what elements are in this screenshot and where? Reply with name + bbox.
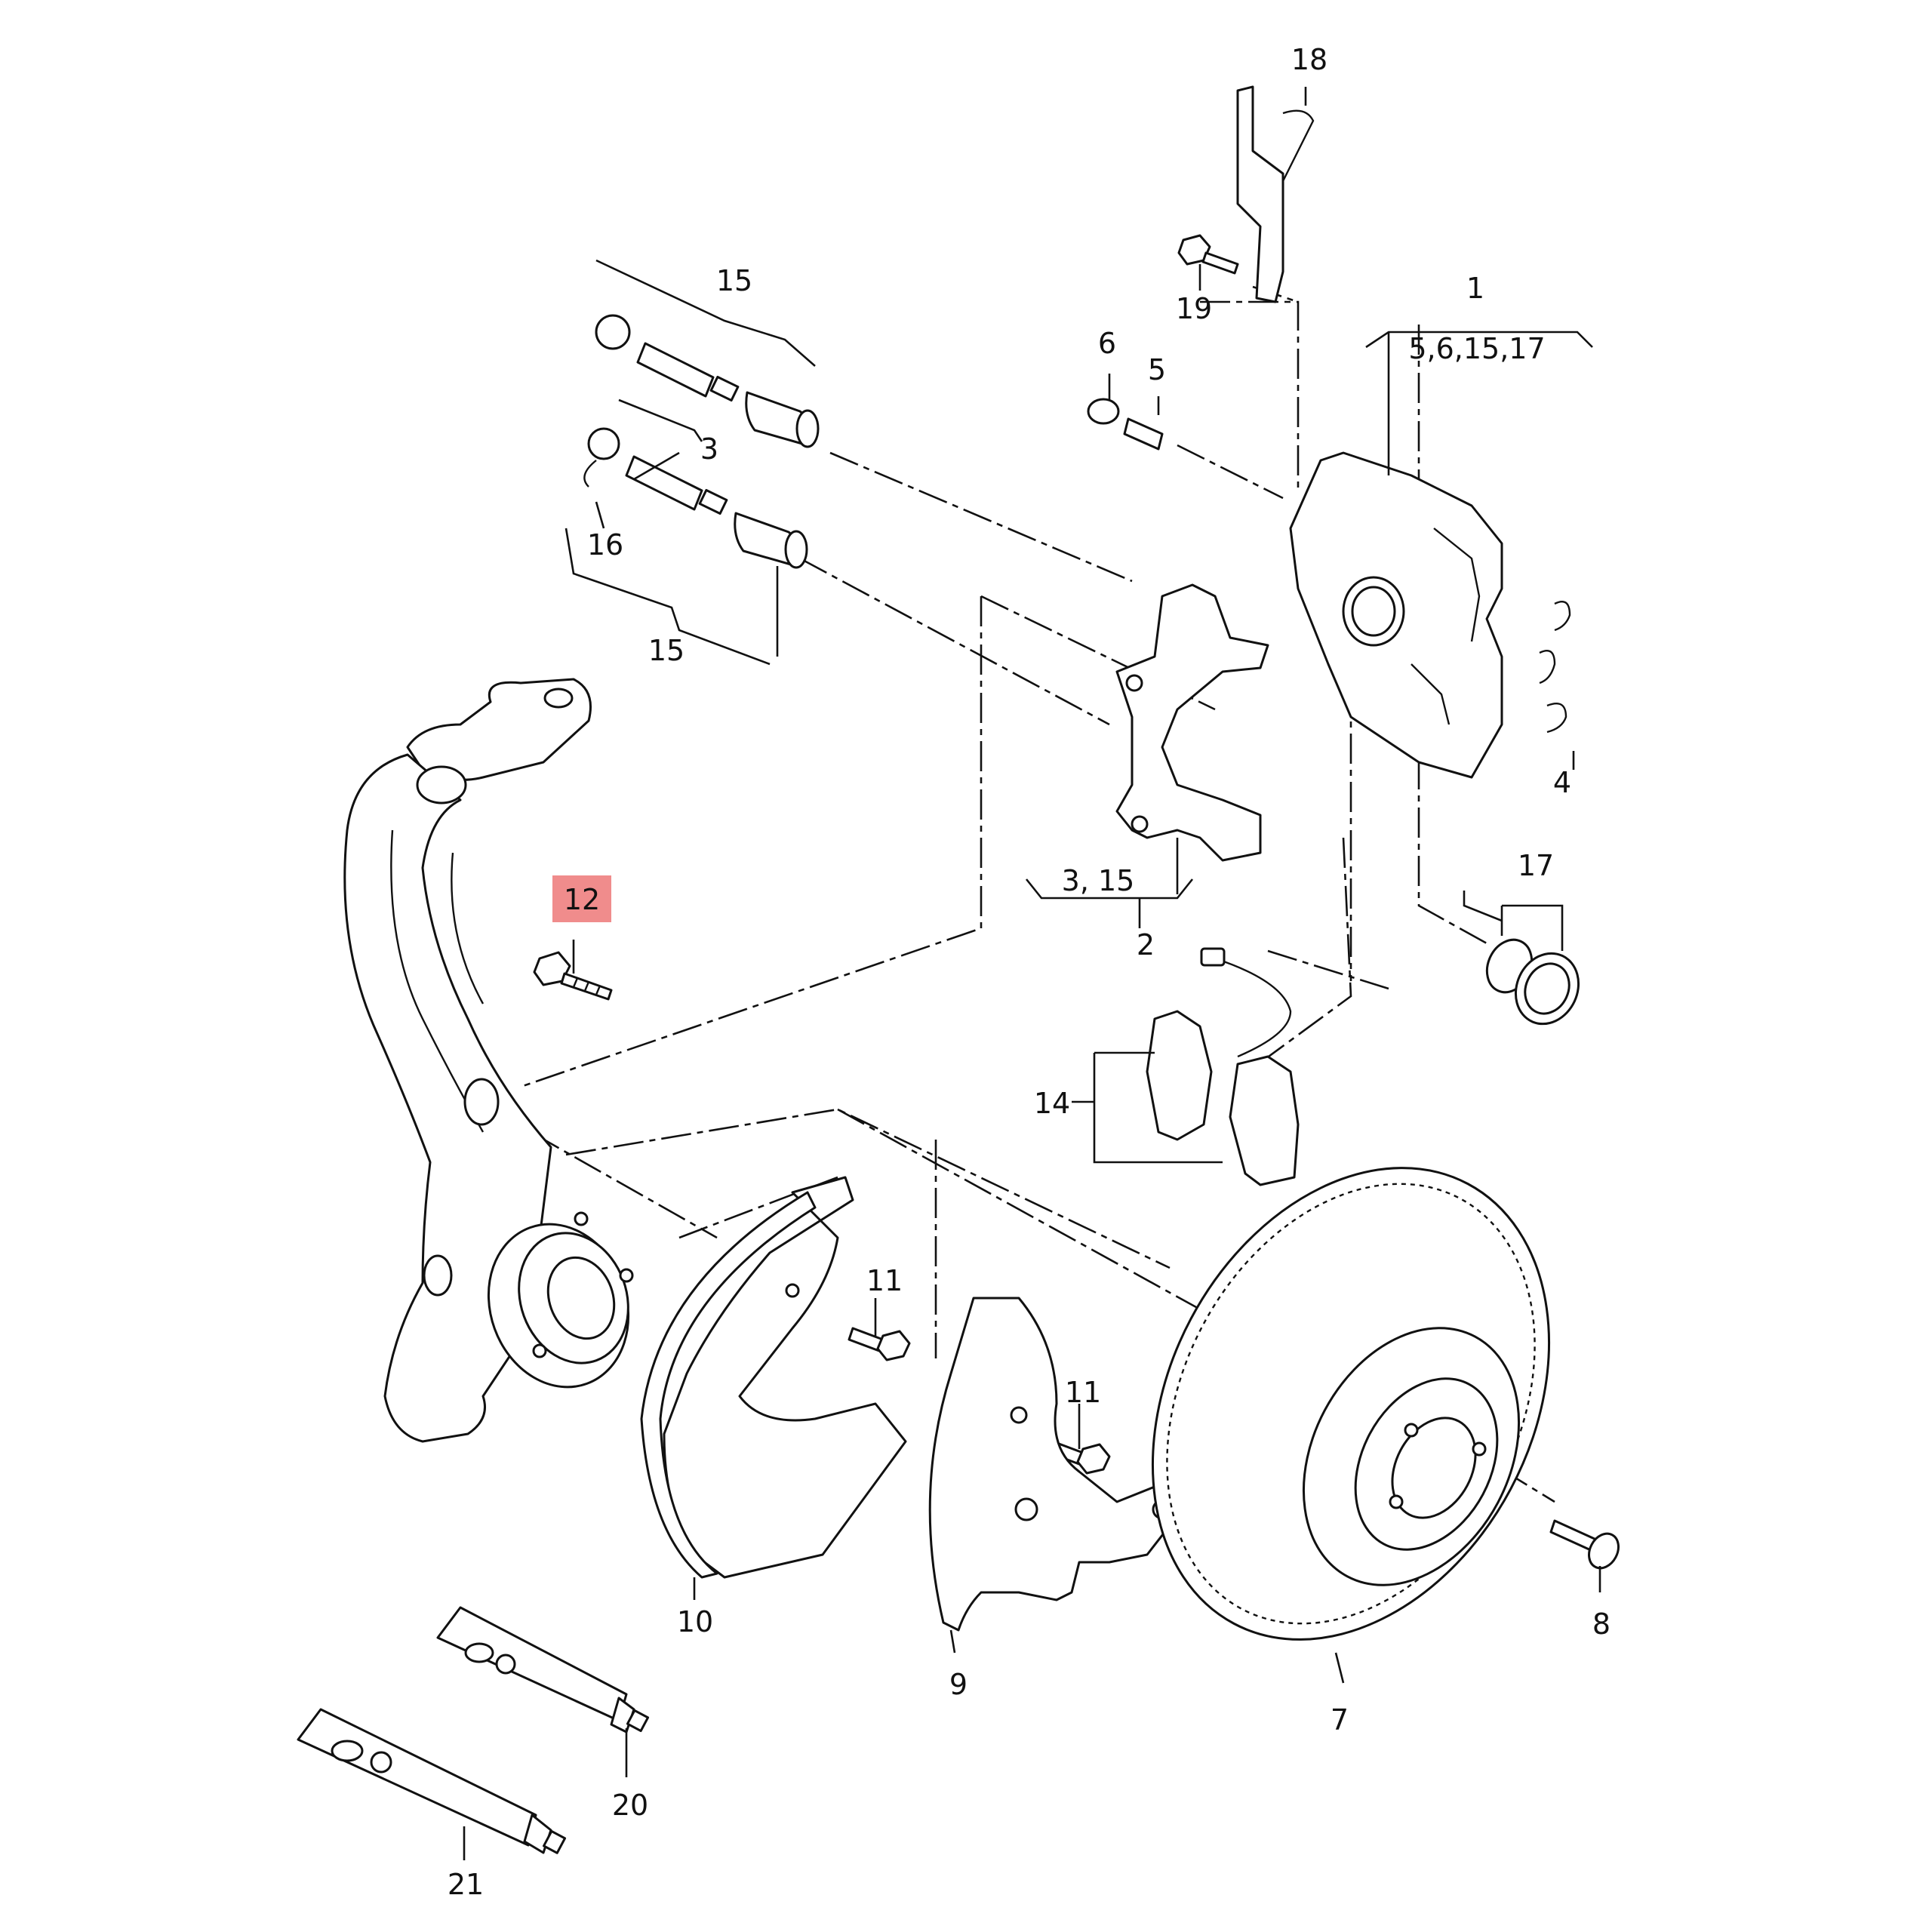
label-15-lower: 15 [648, 634, 685, 667]
brake-pads [1146, 947, 1300, 1186]
label-3: 3 [700, 432, 718, 466]
wheel-hub [487, 1211, 634, 1389]
leader-lines [463, 87, 1601, 1860]
splash-shield-10 [640, 1176, 907, 1579]
guide-pins [583, 314, 820, 569]
caliper-carrier [1115, 583, 1269, 862]
label-6: 6 [1098, 327, 1116, 360]
screw-8 [1549, 1519, 1620, 1570]
callout-labels: 18 19 15 6 5 1 5,6,15,17 3 16 15 4 17 3,… [448, 43, 1611, 1901]
label-2-sub: 3, 15 [1062, 864, 1135, 897]
label-16: 16 [587, 528, 623, 561]
label-11-upper: 11 [866, 1264, 903, 1297]
label-1-sub: 5,6,15,17 [1408, 332, 1545, 365]
label-5: 5 [1148, 353, 1166, 386]
bracket-18 [1236, 85, 1315, 303]
label-8: 8 [1592, 1607, 1611, 1641]
label-18: 18 [1291, 43, 1327, 76]
label-14: 14 [1034, 1087, 1070, 1120]
brake-disc-7 [1151, 1167, 1551, 1641]
spring-clips [1539, 600, 1571, 734]
bolt-19 [1177, 234, 1239, 275]
label-1: 1 [1466, 272, 1484, 305]
label-10: 10 [677, 1605, 713, 1638]
label-19: 19 [1176, 292, 1212, 325]
bleeder-valve [1087, 398, 1164, 451]
label-9: 9 [949, 1668, 968, 1701]
highlight-box-12 [552, 875, 611, 922]
bolt-11-upper [848, 1327, 911, 1361]
bolt-12 [533, 951, 613, 1001]
label-17: 17 [1518, 849, 1554, 882]
label-11-lower: 11 [1065, 1376, 1101, 1409]
label-21: 21 [448, 1868, 484, 1901]
label-12: 12 [564, 883, 600, 916]
label-2: 2 [1137, 928, 1155, 961]
grease-tube-20 [436, 1606, 650, 1734]
seal-kit-17 [1485, 938, 1580, 1026]
label-15-upper: 15 [716, 264, 752, 297]
grease-tube-21 [297, 1708, 567, 1854]
label-4: 4 [1553, 766, 1571, 799]
caliper-housing [1289, 451, 1503, 779]
label-20: 20 [612, 1789, 648, 1822]
label-7: 7 [1331, 1703, 1349, 1737]
dust-shield-9 [928, 1297, 1201, 1632]
